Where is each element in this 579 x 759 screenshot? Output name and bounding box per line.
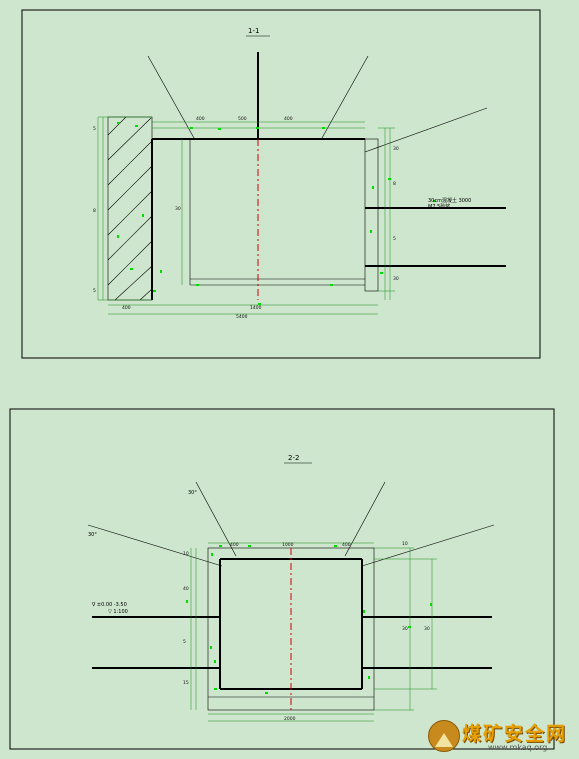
section-1-dim-left-1: 5 [93, 126, 96, 132]
section-2-note-line-2: ▽ 1:100 [108, 609, 128, 615]
section-1-frame [21, 9, 541, 359]
section-2-note-line-1: ∇ ±0.00 -3.50 [91, 602, 127, 608]
section-1-dim-bottom-2: 1400 [250, 305, 262, 311]
section-1-dim-top-3: 400 [284, 116, 293, 122]
section-1-dim-right-3: 5 [393, 236, 396, 242]
section-1-dim-right-2: 8 [393, 181, 396, 187]
section-2-tick-marks [186, 545, 432, 694]
watermark-brand-text: 煤矿安全网 [462, 723, 568, 745]
section-1-dim-left-3: 5 [93, 288, 96, 294]
section-2-frame [9, 408, 555, 750]
section-2-dim-top-1: 400 [230, 542, 239, 548]
section-2-dim-left-2: 40 [183, 586, 189, 592]
section-1-dim-left-2: 8 [93, 208, 96, 214]
watermark-logo: 煤矿安全网 www.mkaq.org [424, 716, 574, 756]
section-1-hatched-wall [107, 116, 153, 301]
section-1-tick-marks [117, 122, 436, 305]
logo-emblem-icon [428, 720, 460, 752]
section-1-dim-bottom-1: 400 [122, 305, 131, 311]
section-2-dim-right-1: 10 [402, 541, 408, 547]
section-1-dim-inner-height: 30 [175, 206, 181, 212]
section-2-dim-top-3: 400 [342, 542, 351, 548]
section-1-leader-lines [147, 52, 506, 267]
mountain-icon [435, 733, 453, 747]
section-1-dim-top-1: 400 [196, 116, 205, 122]
section-2-dim-right-2: 30 [402, 626, 408, 632]
section-2-panel: 2-2 [9, 408, 555, 750]
section-2-chamber [207, 547, 375, 712]
section-2-dim-left-1: 10 [183, 551, 189, 557]
section-1-dim-right-4: 30 [393, 276, 399, 282]
section-1-title: 1-1 [248, 27, 259, 35]
section-1-dim-bottom-total: 5400 [236, 314, 248, 320]
section-1-note-line-2: M7.5砂浆 [428, 203, 450, 210]
section-2-angle-label-left: 30° [88, 532, 97, 538]
section-2-dim-left-4: 15 [183, 680, 189, 686]
section-2-angle-label-top: 30° [188, 490, 197, 496]
section-1-dim-right-1: 30 [393, 146, 399, 152]
section-1-chamber [151, 138, 379, 300]
section-1-panel: 1-1 [21, 9, 541, 359]
section-2-dimensions [190, 542, 437, 722]
section-1-dim-top-2: 500 [238, 116, 247, 122]
section-2-dim-right-3: 30 [424, 626, 430, 632]
section-2-dim-top-2: 1000 [282, 542, 294, 548]
section-2-dim-left-3: 5 [183, 639, 186, 645]
section-2-dim-bottom-total: 2000 [284, 716, 296, 722]
watermark-url: www.mkaq.org [488, 743, 548, 752]
section-2-title: 2-2 [288, 454, 299, 462]
section-1-note-line-1: 30cm混凝土 3000 [428, 197, 471, 204]
